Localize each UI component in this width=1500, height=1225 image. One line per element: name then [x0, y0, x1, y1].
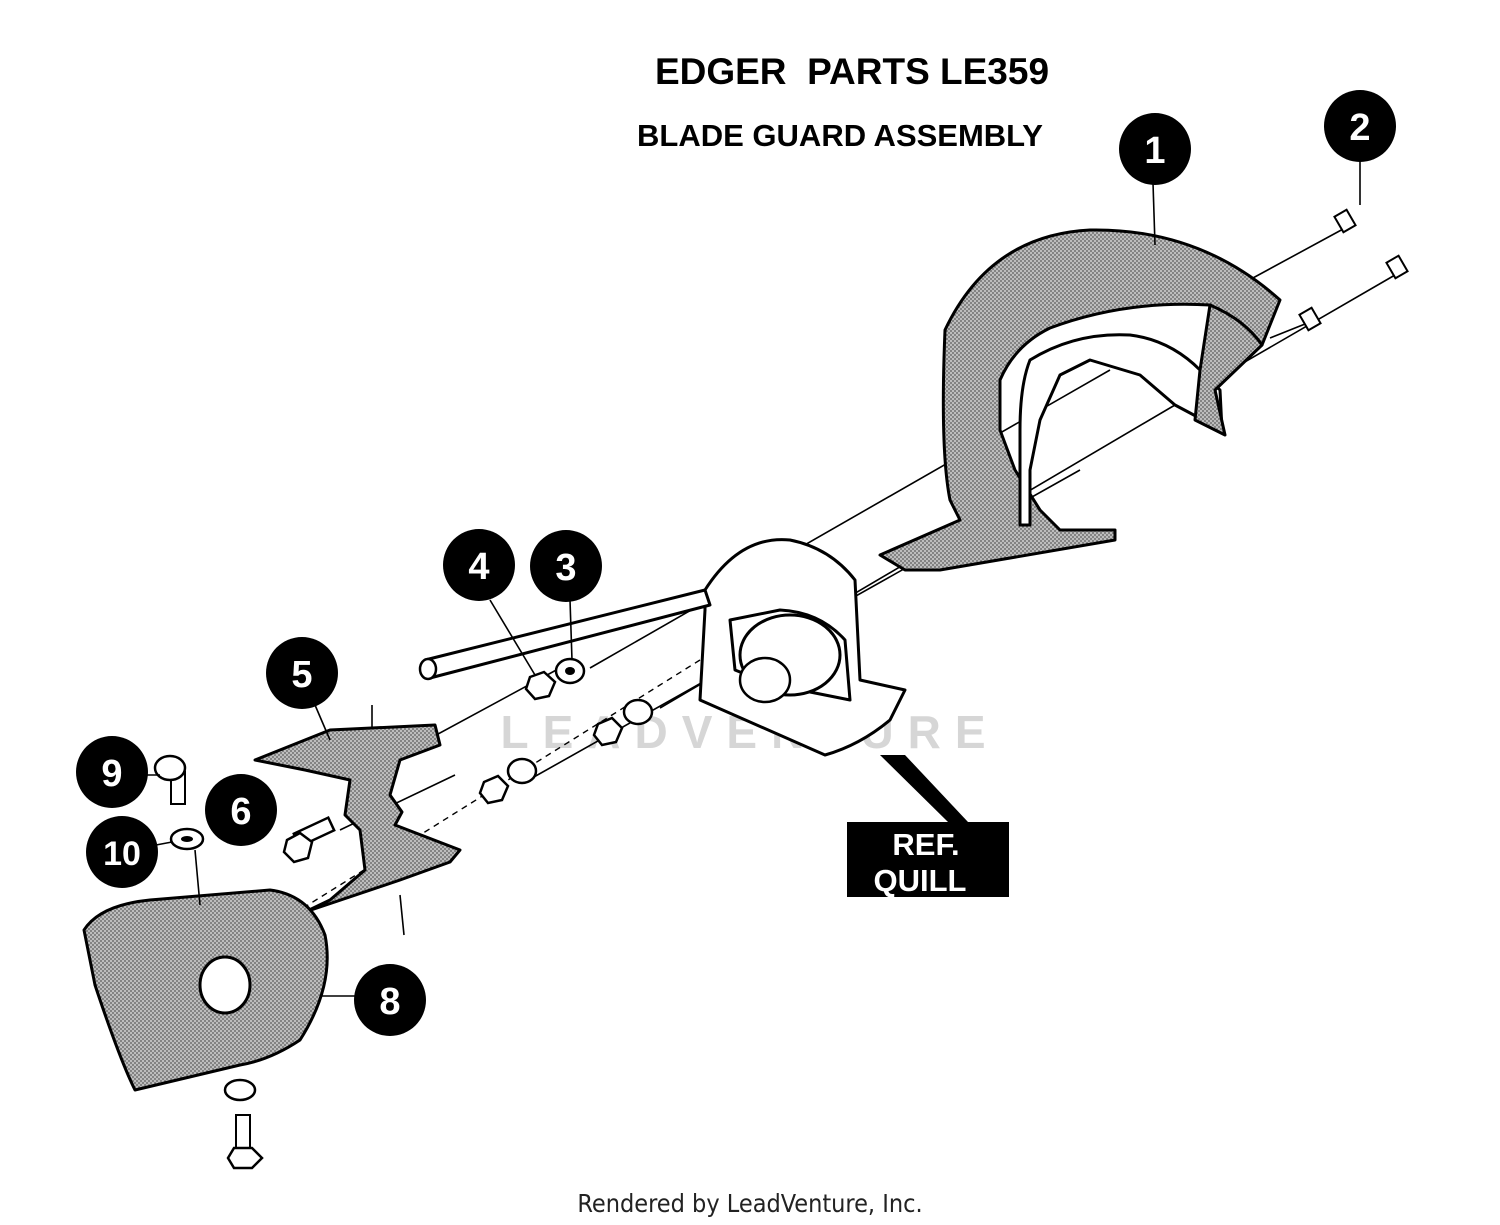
callout-label: 10 [103, 835, 141, 873]
small-hardware-parts [153, 754, 264, 1170]
reference-label-line2: QUILL [874, 863, 967, 898]
callout-label: 9 [101, 753, 122, 795]
callout-label: 6 [230, 791, 251, 833]
callout-8: 8 [354, 964, 426, 1036]
callout-4: 4 [443, 529, 515, 601]
callout-label: 1 [1144, 130, 1165, 172]
callout-label: 8 [379, 981, 400, 1023]
washer-nut-parts [478, 657, 654, 805]
callout-1: 1 [1119, 113, 1191, 185]
callout-6: 6 [205, 774, 277, 846]
blade-guard-part [878, 228, 1282, 572]
callout-2: 2 [1324, 90, 1396, 162]
bolt-part [282, 815, 336, 864]
callout-9: 9 [76, 736, 148, 808]
callout-10: 10 [86, 816, 158, 888]
callout-5: 5 [266, 637, 338, 709]
footer-credit: Rendered by LeadVenture, Inc. [577, 1189, 922, 1218]
reference-label-line1: REF. [892, 827, 959, 862]
callout-leaders [142, 158, 1361, 997]
callout-label: 3 [555, 547, 576, 589]
callout-label: 5 [291, 654, 312, 696]
callout-label: 2 [1349, 107, 1370, 149]
callout-3: 3 [530, 530, 602, 602]
screw-part [1298, 208, 1409, 332]
rod-part [418, 588, 712, 681]
diagram-title: EDGER PARTS LE359 [655, 51, 1049, 92]
callout-label: 4 [468, 546, 489, 588]
reference-label: REF. QUILL [847, 822, 1009, 898]
diagram-subtitle: BLADE GUARD ASSEMBLY [637, 118, 1043, 153]
bracket-part [253, 723, 462, 914]
cover-part [82, 888, 329, 1092]
quill-bracket [698, 538, 907, 757]
